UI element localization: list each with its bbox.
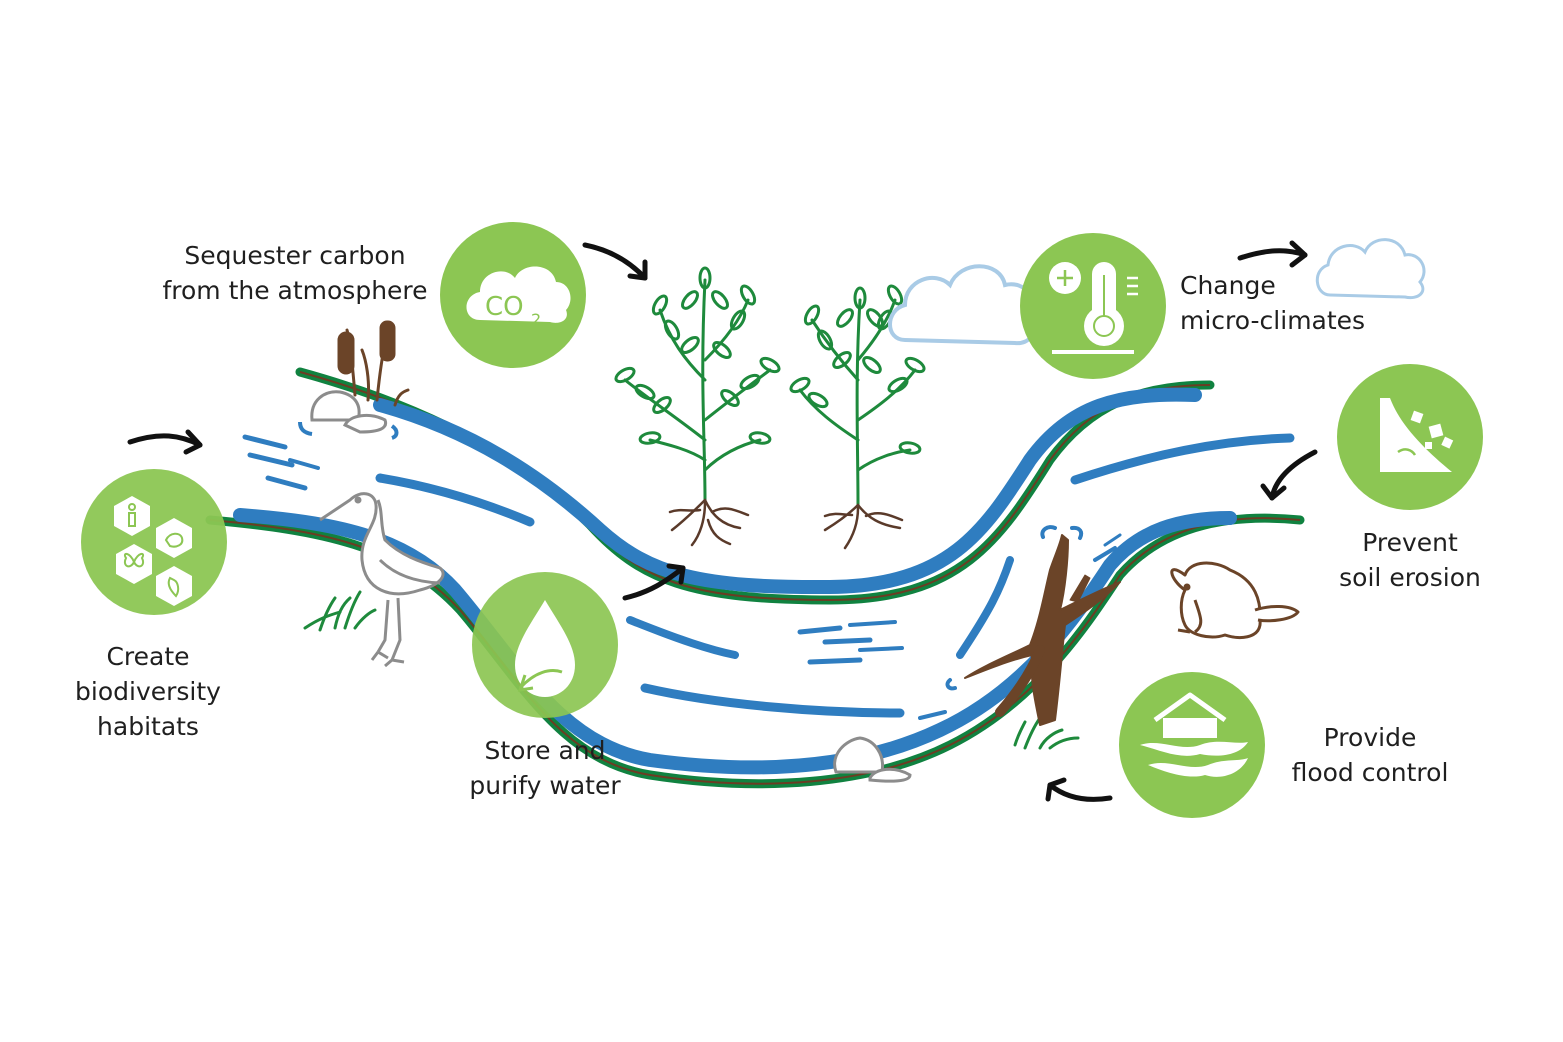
label-sequester-carbon: Sequester carbon from the atmosphere bbox=[150, 238, 440, 308]
water-drop-icon bbox=[472, 572, 618, 718]
label-sequester-line1: Sequester carbon bbox=[184, 241, 406, 270]
co2-text: CO bbox=[485, 292, 524, 322]
rock-bottom bbox=[833, 736, 912, 783]
label-microclimate-line2: micro-climates bbox=[1180, 306, 1366, 335]
tree-right-leaves bbox=[789, 284, 926, 455]
co2-cloud-icon: CO 2 bbox=[440, 222, 586, 368]
label-flood-control: Provide flood control bbox=[1275, 720, 1465, 790]
label-biodiversity-line3: habitats bbox=[97, 712, 199, 741]
label-micro-climates: Change micro-climates bbox=[1180, 268, 1380, 338]
thermometer-icon bbox=[1020, 233, 1166, 379]
label-water-line1: Store and bbox=[484, 736, 606, 765]
flow-arrows bbox=[127, 240, 1318, 802]
label-flood-line1: Provide bbox=[1323, 723, 1417, 752]
label-soil-erosion: Prevent soil erosion bbox=[1320, 525, 1500, 595]
tree-left bbox=[614, 266, 781, 502]
label-sequester-line2: from the atmosphere bbox=[162, 276, 428, 305]
arrow-flood bbox=[1045, 777, 1113, 802]
soil-erosion-icon bbox=[1337, 364, 1483, 510]
tree-left-leaves bbox=[614, 266, 781, 445]
tree-right-roots bbox=[823, 503, 904, 550]
grass-left bbox=[303, 590, 377, 632]
arrow-from-water bbox=[622, 563, 686, 601]
tree-left-roots bbox=[668, 498, 750, 547]
cloud-center bbox=[888, 264, 1036, 346]
rock-top-left bbox=[310, 390, 388, 434]
label-water-line2: purify water bbox=[469, 771, 621, 800]
co2-subscript: 2 bbox=[531, 310, 541, 329]
arrow-to-cloud bbox=[1237, 240, 1308, 268]
arrow-top-left bbox=[127, 429, 203, 455]
label-store-water: Store and purify water bbox=[450, 733, 640, 803]
water-flow-strokes bbox=[242, 433, 1295, 720]
arrow-to-trees bbox=[582, 242, 648, 281]
beaver bbox=[1170, 561, 1300, 639]
fallen-tree bbox=[964, 534, 1121, 726]
label-biodiversity: Create biodiversity habitats bbox=[58, 639, 238, 744]
rock-ripples-top bbox=[298, 421, 399, 440]
arrow-erosion bbox=[1260, 449, 1318, 501]
heron-bird bbox=[319, 492, 445, 668]
river-far-bank bbox=[295, 367, 1215, 605]
tree-right bbox=[789, 284, 926, 507]
log-ripples bbox=[945, 525, 1084, 691]
label-biodiversity-line2: biodiversity bbox=[75, 677, 221, 706]
label-erosion-line2: soil erosion bbox=[1339, 563, 1481, 592]
label-biodiversity-line1: Create bbox=[106, 642, 190, 671]
cattail-reeds bbox=[337, 320, 410, 407]
label-erosion-line1: Prevent bbox=[1362, 528, 1458, 557]
flood-house-icon bbox=[1119, 672, 1265, 818]
label-flood-line2: flood control bbox=[1291, 758, 1449, 787]
cloud-top-right bbox=[1315, 238, 1426, 300]
label-microclimate-line1: Change bbox=[1180, 271, 1276, 300]
biodiversity-hexagons-icon bbox=[81, 469, 227, 615]
